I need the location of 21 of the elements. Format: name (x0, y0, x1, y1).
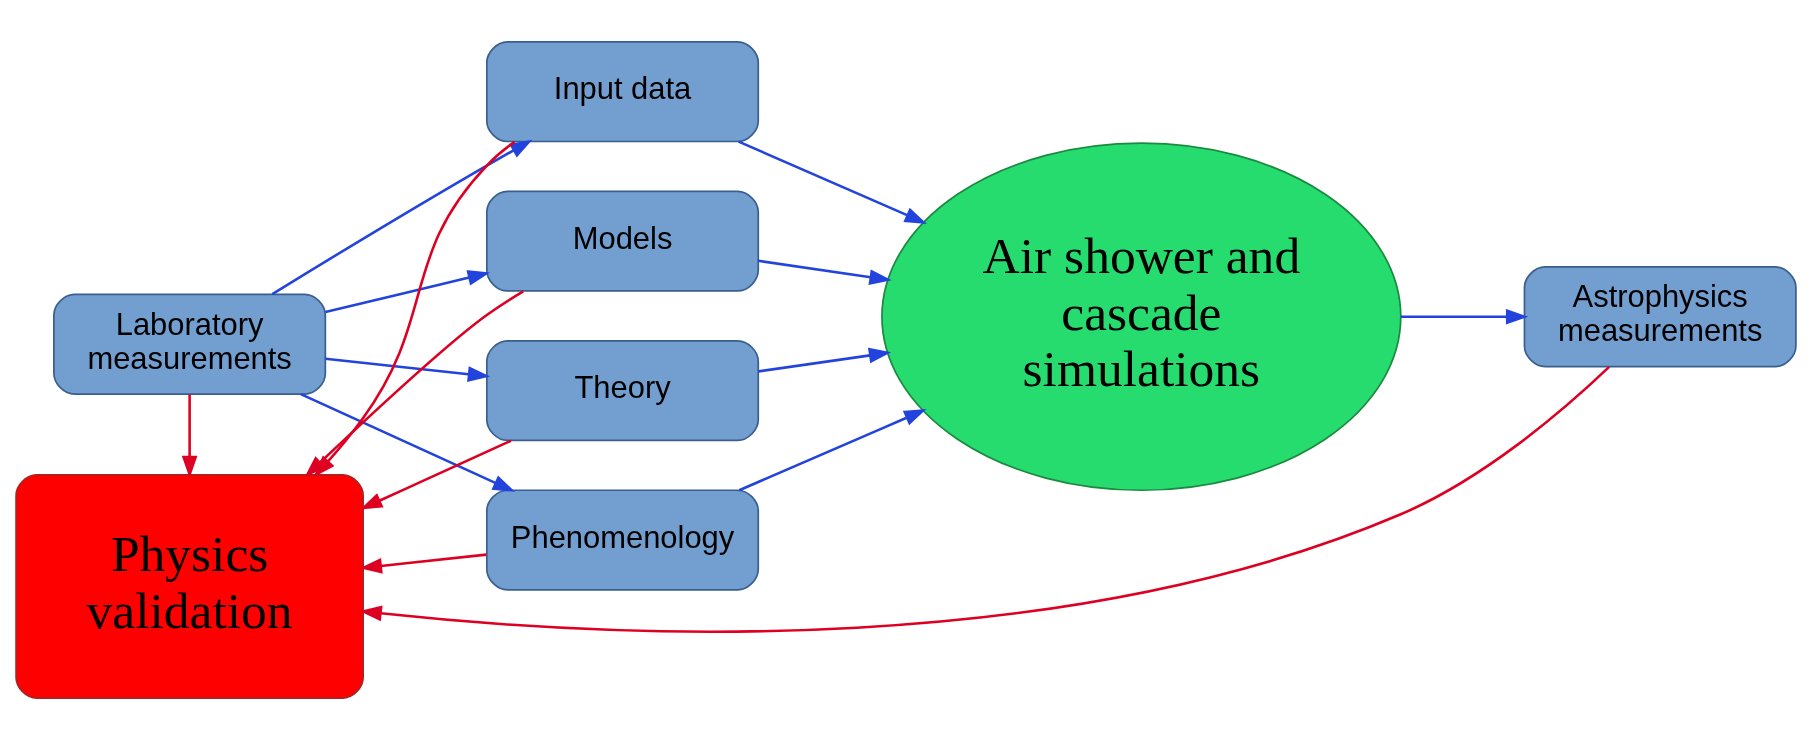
arrow (300, 392, 516, 492)
arrow (360, 439, 512, 510)
arrow (738, 140, 928, 224)
node-box: Phenomenology (485, 489, 760, 591)
arrow (359, 365, 1611, 633)
arrow (359, 553, 487, 574)
node-box: Physics validation (15, 473, 364, 699)
node-box: Models (485, 190, 760, 292)
arrow (325, 270, 491, 314)
arrow (758, 259, 892, 285)
node-ellipse: Air shower and cascade simulations (881, 142, 1402, 492)
node-box: Input data (485, 41, 760, 143)
arrow (271, 139, 533, 296)
node-box: Laboratory measurements (53, 293, 327, 395)
arrow (325, 357, 491, 382)
arrow (738, 409, 927, 492)
node-box: Theory (485, 339, 760, 442)
arrow (1400, 308, 1529, 325)
arrow (758, 347, 892, 373)
arrow (181, 394, 198, 479)
node-box: Astrophysics measurements (1523, 266, 1797, 368)
